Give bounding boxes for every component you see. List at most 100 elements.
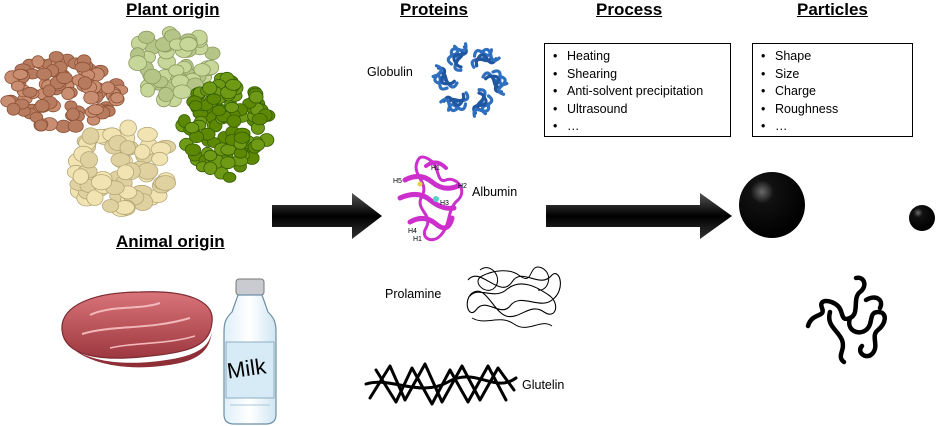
legume-seed (225, 78, 242, 91)
particle-property-item: Roughness (761, 101, 906, 119)
globulin-strand (476, 53, 498, 65)
globulin-strand (490, 74, 504, 94)
legume-seed (61, 87, 75, 101)
globulin-strand (439, 97, 460, 113)
globulin-strand (497, 74, 507, 96)
particle-property-item: Shape (761, 48, 906, 66)
legume-seed (22, 86, 38, 98)
process-box: Heating Shearing Anti-solvent precipitat… (544, 43, 731, 137)
legume-seed (102, 199, 120, 213)
legume-seed (83, 90, 100, 105)
legume-seed (72, 168, 89, 185)
aggregate-particle (805, 275, 887, 365)
helix-label: H3 (440, 200, 449, 207)
legume-seed (211, 105, 226, 117)
legume-seed (233, 131, 251, 144)
globulin-strand (433, 64, 443, 86)
legume-seed (77, 76, 93, 90)
legume-seed (140, 82, 156, 98)
legume-seed (12, 68, 29, 80)
legume-seed (10, 80, 25, 92)
arrow-to-proteins (272, 193, 382, 239)
milk-label: Milk (225, 353, 268, 384)
legume-seed (189, 100, 203, 112)
plant-origin-heading: Plant origin (126, 0, 220, 19)
milk-bottle (223, 278, 277, 425)
proteins-heading: Proteins (400, 0, 469, 19)
globulin-strand (472, 95, 488, 115)
legume-seed (158, 87, 174, 103)
legume-seed (184, 121, 200, 134)
particle-property-item: Size (761, 66, 906, 84)
globulin-strand (436, 66, 450, 86)
legume-seed (91, 174, 113, 191)
legume-seed (251, 113, 268, 126)
legume-seed (81, 127, 100, 145)
globulin-label: Globulin (367, 65, 413, 79)
legume-seed (193, 63, 211, 77)
globulin-strand (452, 45, 468, 65)
legume-seed (143, 68, 162, 85)
legume-seed (31, 55, 45, 69)
legume-seed (110, 92, 124, 104)
large-particle (739, 172, 805, 238)
globulin-strand (442, 95, 464, 107)
globulin-strand (472, 103, 491, 118)
particles-box: Shape Size Charge Roughness … (752, 43, 913, 137)
legume-seed (128, 55, 148, 71)
chickpea-pile (66, 119, 177, 217)
legume-seed (74, 61, 91, 73)
legume-seed (56, 71, 73, 85)
helix-label: H5 (393, 178, 402, 185)
legume-seed (206, 93, 222, 105)
legume-seed (86, 189, 104, 206)
green-lentil-pile (128, 26, 221, 108)
legume-seed (48, 51, 64, 63)
meat-illustration (61, 291, 213, 368)
legume-seed (87, 104, 104, 115)
particle-property-item: Charge (761, 83, 906, 101)
legume-seed (34, 119, 48, 132)
process-heading: Process (596, 0, 663, 19)
legume-seed (34, 99, 50, 113)
animal-origin-heading: Animal origin (116, 232, 225, 251)
legume-seed (250, 138, 265, 152)
arrow-to-particles (546, 193, 732, 239)
legume-seed (220, 156, 236, 170)
legume-seed (119, 119, 137, 137)
particles-heading: Particles (797, 0, 868, 19)
legume-seed (116, 164, 135, 181)
helix-label: H4 (408, 228, 417, 235)
legume-seed (203, 161, 218, 176)
process-item: … (553, 118, 724, 136)
globulin-strand (449, 42, 468, 57)
legume-seed (248, 90, 264, 104)
particle-property-item: … (761, 118, 906, 136)
helix-label: H1 (431, 165, 440, 172)
prolamine-label: Prolamine (385, 287, 442, 301)
helix-label: H1 (413, 236, 422, 243)
albumin-label: Albumin (472, 185, 518, 199)
globulin-strand (480, 47, 501, 63)
legume-seed (202, 81, 218, 95)
glutelin-structure (364, 362, 518, 406)
process-item: Shearing (553, 66, 724, 84)
legume-seed (154, 175, 176, 191)
legume-seed (66, 107, 80, 121)
legume-seed (100, 81, 116, 94)
legume-seed (172, 84, 192, 99)
legume-seed (67, 119, 84, 133)
process-item: Ultrasound (553, 101, 724, 119)
legume-seed (138, 30, 156, 44)
legume-seed (36, 67, 52, 81)
legume-seed (222, 171, 237, 183)
albumin-structure (397, 155, 464, 242)
globulin-structure (431, 42, 509, 118)
legume-seed (184, 143, 201, 157)
legume-seed (80, 151, 99, 169)
legume-seed (179, 37, 198, 52)
glutelin-label: Glutelin (522, 378, 565, 392)
legume-seed (226, 114, 242, 128)
pea-pile (175, 71, 276, 183)
process-item: Heating (553, 48, 724, 66)
